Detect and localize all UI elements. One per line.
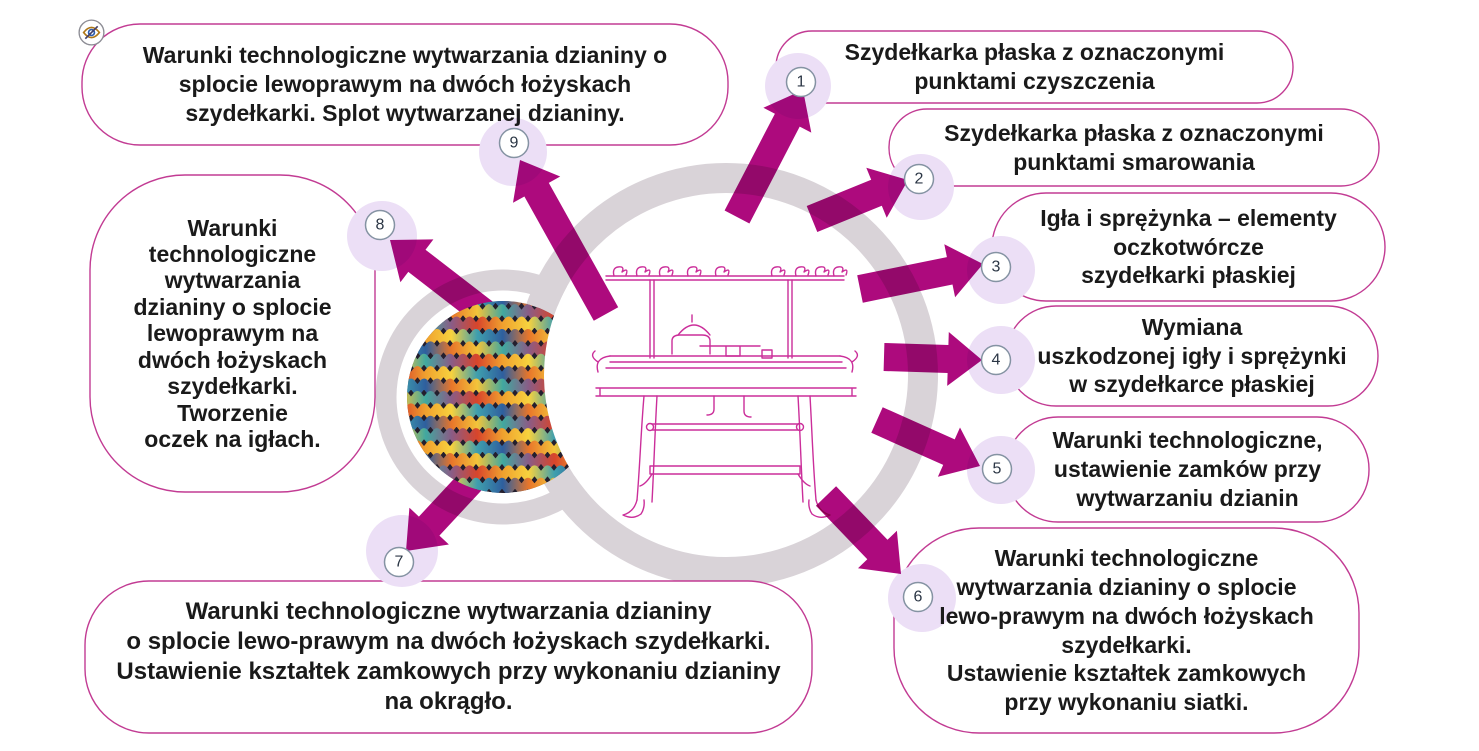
knit-row [407,366,599,383]
step-number-circle-7[interactable] [383,546,415,578]
topic-box-7-shape [84,580,813,734]
topic-box-1[interactable]: Szydełkarka płaska z oznaczonymi punktam… [844,39,1225,94]
topic-box-9-shape [81,23,729,146]
topic-box-9[interactable]: Warunki technologiczne wytwarzania dzian… [142,42,668,126]
topic-box-2[interactable]: Szydełkarka płaska z oznaczonymi punktam… [944,119,1324,175]
arrow-to-3 [857,244,983,303]
knit-row [407,378,599,396]
knit-row [407,428,599,445]
arrow-to-6 [815,486,901,574]
knit-row [407,341,599,358]
topic-box-6-shape [893,527,1360,734]
step-number-7: 7 [395,554,404,571]
topic-box-2-shape [888,108,1380,187]
eye-off-icon[interactable] [78,19,105,46]
topic-box-4[interactable]: Wymiana uszkodzonej igły i sprężynki w s… [1037,313,1347,398]
step-number-3: 3 [992,259,1001,276]
step-number-6: 6 [914,589,923,606]
arrow-to-2 [806,167,908,232]
topic-box-5[interactable]: Warunki technologiczne, ustawienie zamkó… [1052,427,1323,511]
arrow-to-1 [724,90,812,224]
knit-row [407,390,599,408]
topic-box-3[interactable]: Igła i sprężynka – elementy oczkotwórcze… [1040,204,1337,289]
topic-box-8-shape [89,174,376,493]
arrow-to-4 [883,332,982,386]
knit-row [407,440,599,458]
step-number-9: 9 [510,135,519,152]
knit-row [407,415,599,433]
knit-row [407,353,599,371]
step-number-4: 4 [992,352,1001,369]
center-disc [544,193,908,557]
step-number-8: 8 [376,217,385,234]
step-number-circle-1[interactable] [785,66,817,98]
step-number-circle-2[interactable] [903,163,935,195]
step-number-circle-6[interactable] [902,581,934,613]
arrow-to-5 [871,407,980,477]
arrow-to-9 [513,160,619,321]
arrow-to-7 [406,470,483,551]
knit-row [407,403,599,420]
topic-box-8[interactable]: Warunki technologiczne wytwarzania dzian… [133,214,332,453]
step-number-circle-5[interactable] [981,453,1013,485]
step-number-circle-4[interactable] [980,344,1012,376]
step-number-circle-3[interactable] [980,251,1012,283]
topic-box-7[interactable]: Warunki technologiczne wytwarzania dzian… [116,597,781,716]
step-number-circle-8[interactable] [364,209,396,241]
step-number-1: 1 [797,74,806,91]
step-number-circle-9[interactable] [498,127,530,159]
step-number-2: 2 [915,171,924,188]
step-number-5: 5 [993,461,1002,478]
knitting-machine-illustration [591,266,859,518]
topic-box-6[interactable]: Warunki technologiczne wytwarzania dzian… [939,544,1314,716]
